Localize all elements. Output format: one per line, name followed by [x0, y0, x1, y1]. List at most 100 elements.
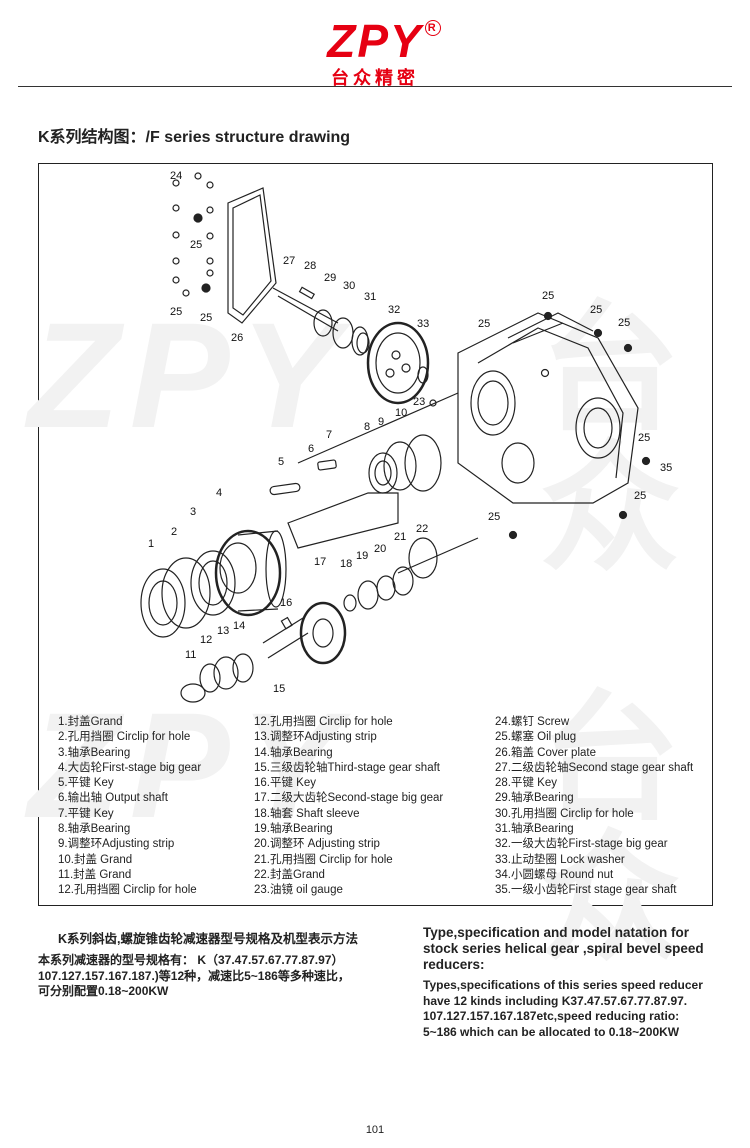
legend-item: 15.三级齿轮轴Third-stage gear shaft — [254, 761, 440, 774]
legend-item: 4.大齿轮First-stage big gear — [58, 761, 202, 774]
callout-19: 19 — [356, 550, 368, 562]
legend-item: 13.调整环Adjusting strip — [254, 731, 377, 744]
screw-group — [172, 172, 214, 297]
spec-title-cn: K系列斜齿,螺旋锥齿轮减速器型号规格及机型表示方法 — [58, 932, 359, 946]
legend-item: 20.调整环 Adjusting strip — [254, 838, 380, 851]
spec-line: have 12 kinds including K37.47.57.67.77.… — [423, 993, 688, 1008]
callout-10: 10 — [395, 407, 407, 419]
callout-25g: 25 — [478, 318, 490, 330]
spec-line: Types,specifications of this series spee… — [423, 978, 703, 992]
third-stage-gear-shaft — [262, 617, 309, 659]
logo-chinese-name: 台众精密 — [331, 68, 419, 88]
legend-item: 2.孔用挡圈 Circlip for hole — [58, 731, 191, 744]
legend-item: 33.止动垫圈 Lock washer — [495, 853, 625, 866]
spec-body-cn: 本系列减速器的型号规格有： K（37.47.57.67.77.87.97） 10… — [38, 953, 398, 1000]
legend-item: 32.一级大齿轮First-stage big gear — [495, 838, 668, 851]
callout-25e: 25 — [590, 304, 602, 316]
callout-24: 24 — [170, 170, 182, 182]
callout-27: 27 — [283, 255, 295, 267]
callout-9: 9 — [378, 416, 384, 428]
drawing-frame — [38, 163, 713, 906]
legend-item: 30.孔用挡圈 Circlip for hole — [495, 807, 634, 820]
callout-25a: 25 — [190, 239, 202, 251]
legend-item: 1.封盖Grand — [58, 716, 123, 728]
callout-31: 31 — [364, 291, 376, 303]
legend-item: 6.输出轴 Output shaft — [58, 792, 168, 805]
registered-mark: R — [424, 20, 441, 36]
callout-25d: 25 — [542, 290, 554, 302]
legend-item: 26.箱盖 Cover plate — [495, 746, 596, 759]
legend-item: 23.油镜 oil gauge — [254, 884, 343, 897]
callout-33: 33 — [417, 318, 429, 330]
callout-5: 5 — [278, 456, 284, 468]
callout-25b: 25 — [170, 306, 182, 318]
callout-28: 28 — [304, 260, 316, 272]
callout-21: 21 — [394, 531, 406, 543]
legend-column-1: 1.封盖Grand 2.孔用挡圈 Circlip for hole 3.轴承Be… — [58, 715, 201, 899]
legend-item: 25.螺塞 Oil plug — [495, 731, 577, 744]
callout-3: 3 — [190, 506, 196, 518]
watermark-top-cn: 台众 — [540, 288, 681, 591]
callout-25i: 25 — [634, 490, 646, 502]
callout-25j: 25 — [488, 511, 500, 523]
output-shaft — [287, 492, 399, 549]
legend-item: 7.平键 Key — [58, 807, 114, 820]
spec-line: 107.127.157.167.187etc,speed reducing ra… — [423, 1009, 680, 1023]
cover-plate — [227, 187, 277, 324]
legend-item: 11.封盖 Grand — [58, 868, 132, 881]
legend-item: 14.轴承Bearing — [254, 746, 333, 759]
callout-11: 11 — [185, 649, 196, 661]
legend-item: 17.二级大齿轮Second-stage big gear — [254, 792, 444, 805]
legend-item: 5.平键 Key — [58, 777, 114, 790]
callout-22: 22 — [416, 523, 428, 535]
legend-item: 12.孔用挡圈 Circlip for hole — [58, 884, 197, 897]
page-number: 101 — [365, 1124, 385, 1136]
legend-item: 16.平键 Key — [254, 777, 316, 790]
callout-25c: 25 — [200, 312, 212, 324]
callout-1: 1 — [148, 538, 154, 550]
legend-item: 18.轴套 Shaft sleeve — [254, 807, 360, 820]
callout-16: 16 — [280, 597, 292, 609]
callout-32: 32 — [388, 304, 400, 316]
watermark-top: ZPY — [28, 291, 350, 459]
section-title: K系列结构图：/F series structure drawing — [38, 129, 351, 146]
watermark-bottom-cn: 台众 — [540, 678, 681, 981]
legend-item: 19.轴承Bearing — [254, 823, 333, 836]
legend-item: 27.二级齿轮轴Second stage gear shaft — [495, 761, 694, 774]
legend-item: 12.孔用挡圈 Circlip for hole — [254, 716, 393, 728]
callout-29: 29 — [324, 272, 336, 284]
callout-17: 17 — [314, 556, 326, 568]
callout-2: 2 — [171, 526, 177, 538]
callout-26: 26 — [231, 332, 243, 344]
header-rule — [18, 86, 732, 87]
callout-18: 18 — [340, 558, 352, 570]
callout-25h: 25 — [638, 432, 650, 444]
callout-6: 6 — [308, 443, 314, 455]
callout-35: 35 — [660, 462, 672, 474]
callout-20: 20 — [374, 543, 386, 555]
legend-item: 9.调整环Adjusting strip — [58, 838, 175, 851]
callout-8: 8 — [364, 421, 370, 433]
legend-item: 8.轴承Bearing — [58, 823, 131, 836]
spec-title-line: stock series helical gear ,spiral bevel … — [423, 941, 704, 956]
legend-column-2: 12.孔用挡圈 Circlip for hole 13.调整环Adjusting… — [254, 715, 443, 899]
legend-item: 22.封盖Grand — [254, 868, 325, 881]
callout-23: 23 — [413, 396, 425, 408]
spec-title-en: Type,specification and model natation fo… — [423, 925, 733, 973]
callout-15: 15 — [273, 683, 285, 695]
callout-30: 30 — [343, 280, 355, 292]
spec-line: 可分别配置0.18~200KW — [38, 984, 169, 998]
callout-7: 7 — [326, 429, 332, 441]
callout-4: 4 — [216, 487, 222, 499]
legend-item: 3.轴承Bearing — [58, 746, 131, 759]
legend-item: 10.封盖 Grand — [58, 853, 133, 866]
gearbox-housing — [457, 312, 639, 504]
legend-item: 21.孔用挡圈 Circlip for hole — [254, 853, 393, 866]
legend-item: 24.螺钉 Screw — [495, 716, 570, 728]
spec-title-line: reducers: — [423, 957, 485, 972]
parts-legend: 1.封盖Grand 2.孔用挡圈 Circlip for hole 3.轴承Be… — [58, 715, 718, 905]
spec-line: 5~186 which can be allocated to 0.18~200… — [423, 1024, 680, 1039]
legend-item: 31.轴承Bearing — [495, 823, 574, 836]
